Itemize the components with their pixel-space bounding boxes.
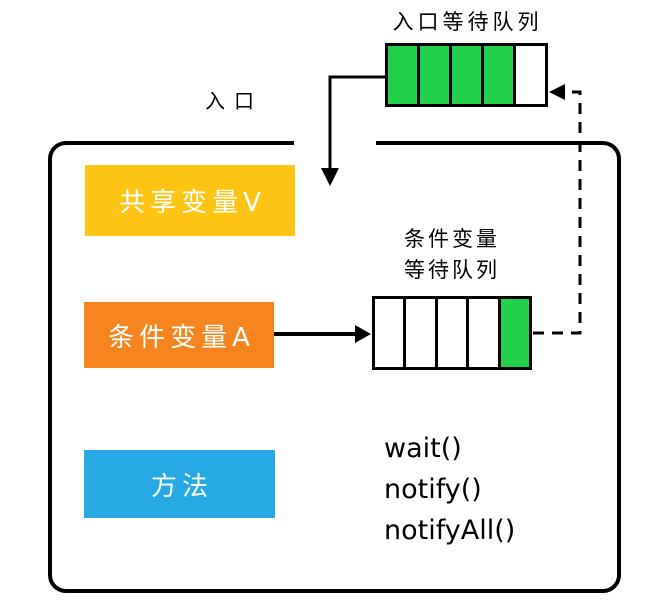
condition-queue-label: 条件变量 等待队列	[372, 224, 532, 286]
queue-cell-empty	[375, 299, 407, 367]
condition-waiting-queue	[372, 296, 532, 370]
shared-variable-label: 共享变量V	[119, 188, 266, 218]
queue-cell-filled	[452, 46, 484, 104]
shared-variable-box: 共享变量V	[85, 165, 295, 236]
entry-waiting-queue	[385, 43, 548, 107]
condition-queue-label-line1: 条件变量	[404, 227, 500, 251]
queue-cell-filled	[420, 46, 452, 104]
method-box-label: 方法	[150, 471, 213, 502]
queue-cell-filled	[388, 46, 420, 104]
queue-cell-empty	[469, 299, 501, 367]
method-list: wait() notify() notifyAll()	[384, 428, 515, 551]
condition-queue-label-line2: 等待队列	[404, 258, 500, 282]
queue-cell-empty	[516, 46, 545, 104]
method-item-notify: notify()	[384, 474, 482, 505]
entry-label: 入口	[205, 89, 263, 113]
queue-cell-empty	[406, 299, 438, 367]
method-item-notifyall: notifyAll()	[384, 515, 516, 546]
method-box: 方法	[84, 450, 275, 518]
queue-cell-filled	[500, 299, 530, 367]
queue-cell-empty	[437, 299, 470, 367]
condition-variable-label: 条件变量A	[108, 322, 255, 353]
condition-variable-box: 条件变量A	[84, 302, 274, 368]
monitor-entry-gap	[294, 138, 376, 149]
entry-queue-label: 入口等待队列	[392, 10, 543, 34]
method-item-wait: wait()	[384, 433, 462, 464]
queue-cell-filled	[484, 46, 516, 104]
